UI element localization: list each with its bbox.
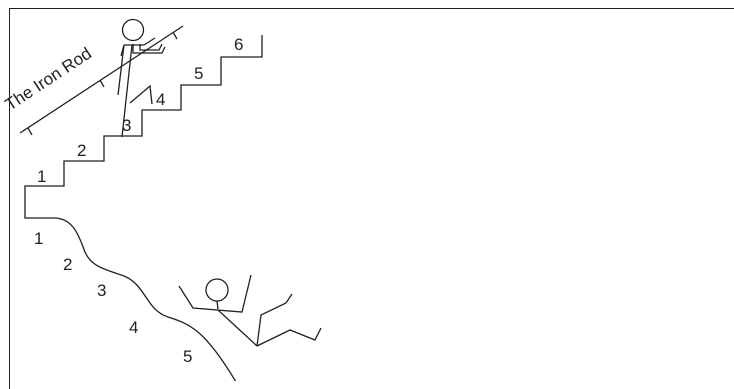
fallen-leg: [256, 293, 293, 347]
step-label-2: 2: [77, 141, 86, 160]
climber-arm: [143, 37, 156, 46]
path-label-1: 1: [34, 229, 43, 248]
step-label-5: 5: [194, 64, 203, 83]
diagram-frame: [9, 8, 734, 389]
climber-head: [121, 18, 145, 42]
iron-rod-diagram: The Iron Rod 1 2 3 4 5 6 1 2 3 4 5: [2, 18, 322, 381]
path-label-2: 2: [63, 255, 72, 274]
rod-tick: [27, 127, 33, 136]
staircase-step-labels: 1 2 3 4 5 6: [37, 35, 243, 186]
falling-path: [53, 217, 237, 381]
climber-leg-bent: [132, 44, 166, 54]
rod-tick: [99, 79, 105, 88]
rod-tick: [172, 31, 178, 40]
climber-leg-bent: [139, 43, 163, 51]
step-label-3: 3: [122, 116, 131, 135]
staircase: [24, 35, 263, 219]
fallen-figure: [178, 274, 322, 347]
climber-leg: [117, 44, 125, 96]
fallen-head: [205, 278, 229, 302]
climber-foot: [129, 84, 153, 105]
iron-rod-label: The Iron Rod: [2, 44, 95, 115]
path-label-5: 5: [183, 347, 192, 366]
fallen-leg: [256, 327, 322, 347]
climber-leg: [121, 44, 133, 138]
fallen-torso: [217, 309, 258, 347]
step-label-4: 4: [156, 90, 165, 109]
climbing-figure: [117, 18, 166, 138]
iron-rod-line: [19, 25, 184, 134]
path-label-3: 3: [97, 281, 106, 300]
falling-path-labels: 1 2 3 4 5: [34, 229, 192, 366]
step-label-1: 1: [37, 167, 46, 186]
path-label-4: 4: [129, 318, 138, 337]
fallen-neck: [216, 300, 219, 310]
fallen-arms: [178, 274, 252, 313]
iron-rod: [19, 25, 184, 136]
step-label-6: 6: [234, 35, 243, 54]
